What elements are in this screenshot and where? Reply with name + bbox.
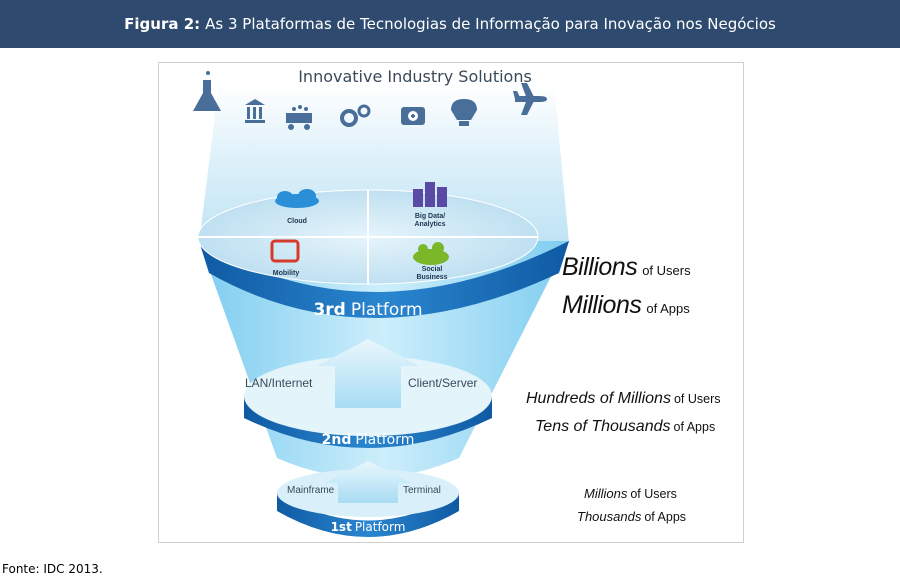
platform1-word: Platform (355, 520, 406, 534)
figure-title: As 3 Plataformas de Tecnologias de Infor… (205, 15, 776, 33)
medical-kit-icon (401, 107, 425, 125)
cloud-icon (275, 189, 319, 208)
platform1-num: 1st (331, 520, 352, 534)
quadrant-business-label: Business (416, 274, 447, 281)
lightbulb-icon (451, 99, 477, 126)
source-note: Fonte: IDC 2013. (2, 562, 103, 576)
platform3-num: 3rd (313, 300, 345, 320)
terminal-label: Terminal (403, 485, 441, 496)
client-server-label: Client/Server (408, 376, 477, 390)
platform3-band (199, 241, 569, 318)
quadrant-analytics-label: Analytics (414, 221, 445, 228)
platform3-word: Platform (351, 300, 423, 320)
shopping-cart-icon (286, 105, 312, 130)
top-title: Innovative Industry Solutions (298, 67, 532, 86)
social-business-icon (413, 242, 449, 265)
flask-icon (193, 71, 221, 111)
bigdata-icon (413, 182, 447, 207)
quadrant-mobility-label: Mobility (273, 270, 300, 277)
platform2-arrow (317, 339, 419, 408)
bank-icon (245, 99, 265, 123)
mobility-icon (270, 239, 300, 263)
quadrant-cloud-label: Cloud (287, 218, 307, 225)
platform2-num: 2nd (322, 432, 352, 448)
airplane-icon (513, 83, 547, 115)
platform2-word: Platform (355, 432, 414, 448)
quadrant-bigdata-label: Big Data/ (415, 213, 445, 220)
platform1-band (277, 493, 459, 537)
lan-internet-label: LAN/Internet (245, 376, 313, 390)
platform3-label: 3rd Platform (313, 300, 422, 320)
platform2-band (244, 396, 492, 448)
gears-icon (340, 104, 371, 127)
funnel-svg: Cloud Big Data/ Analytics Mobility Socia… (193, 67, 569, 537)
figure-label: Figura 2: (124, 15, 201, 33)
platform-diagram: Cloud Big Data/ Analytics Mobility Socia… (158, 62, 744, 543)
platform1-arrow (325, 461, 411, 503)
figure-header: Figura 2: As 3 Plataformas de Tecnologia… (0, 0, 900, 48)
quadrant-social-label: Social (422, 266, 443, 273)
mainframe-label: Mainframe (287, 485, 335, 496)
